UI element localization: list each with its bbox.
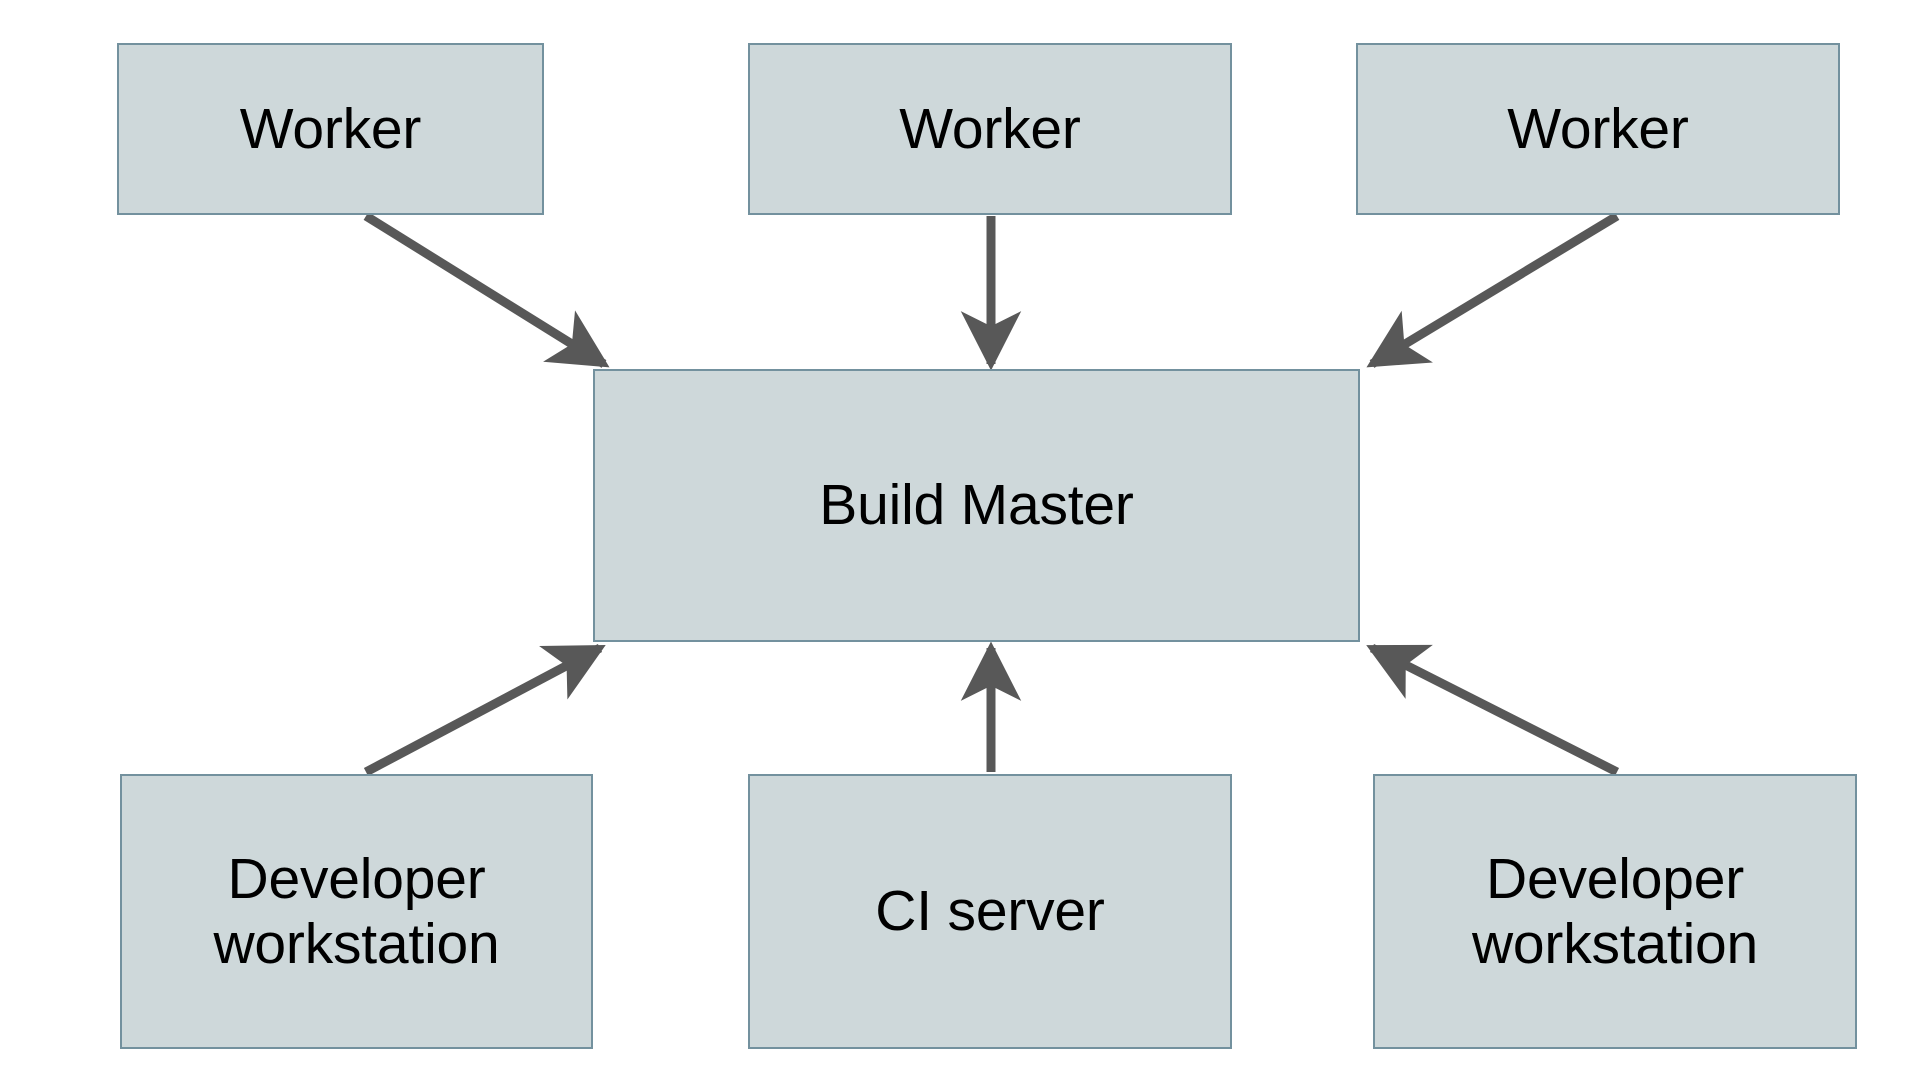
edge-dev-left-to-master: [363, 644, 606, 776]
node-worker-right[interactable]: Worker: [1356, 43, 1840, 215]
node-worker-middle[interactable]: Worker: [748, 43, 1232, 215]
node-developer-workstation-right-label: Developer workstation: [1471, 847, 1759, 976]
node-worker-left-label: Worker: [239, 96, 422, 161]
edge-dev-right-to-master: [1366, 643, 1620, 777]
node-worker-left[interactable]: Worker: [117, 43, 544, 215]
node-ci-server-label: CI server: [875, 879, 1105, 944]
node-worker-right-label: Worker: [1507, 96, 1689, 161]
node-build-master-label: Build Master: [819, 473, 1134, 538]
edge-worker-right-to-master: [1366, 212, 1620, 368]
node-worker-middle-label: Worker: [899, 96, 1081, 161]
edge-worker-left-to-master: [363, 212, 610, 368]
node-developer-workstation-right[interactable]: Developer workstation: [1373, 774, 1857, 1049]
node-developer-workstation-left-label: Developer workstation: [213, 847, 500, 976]
node-ci-server[interactable]: CI server: [748, 774, 1232, 1049]
node-build-master[interactable]: Build Master: [593, 369, 1360, 642]
node-developer-workstation-left[interactable]: Developer workstation: [120, 774, 593, 1049]
